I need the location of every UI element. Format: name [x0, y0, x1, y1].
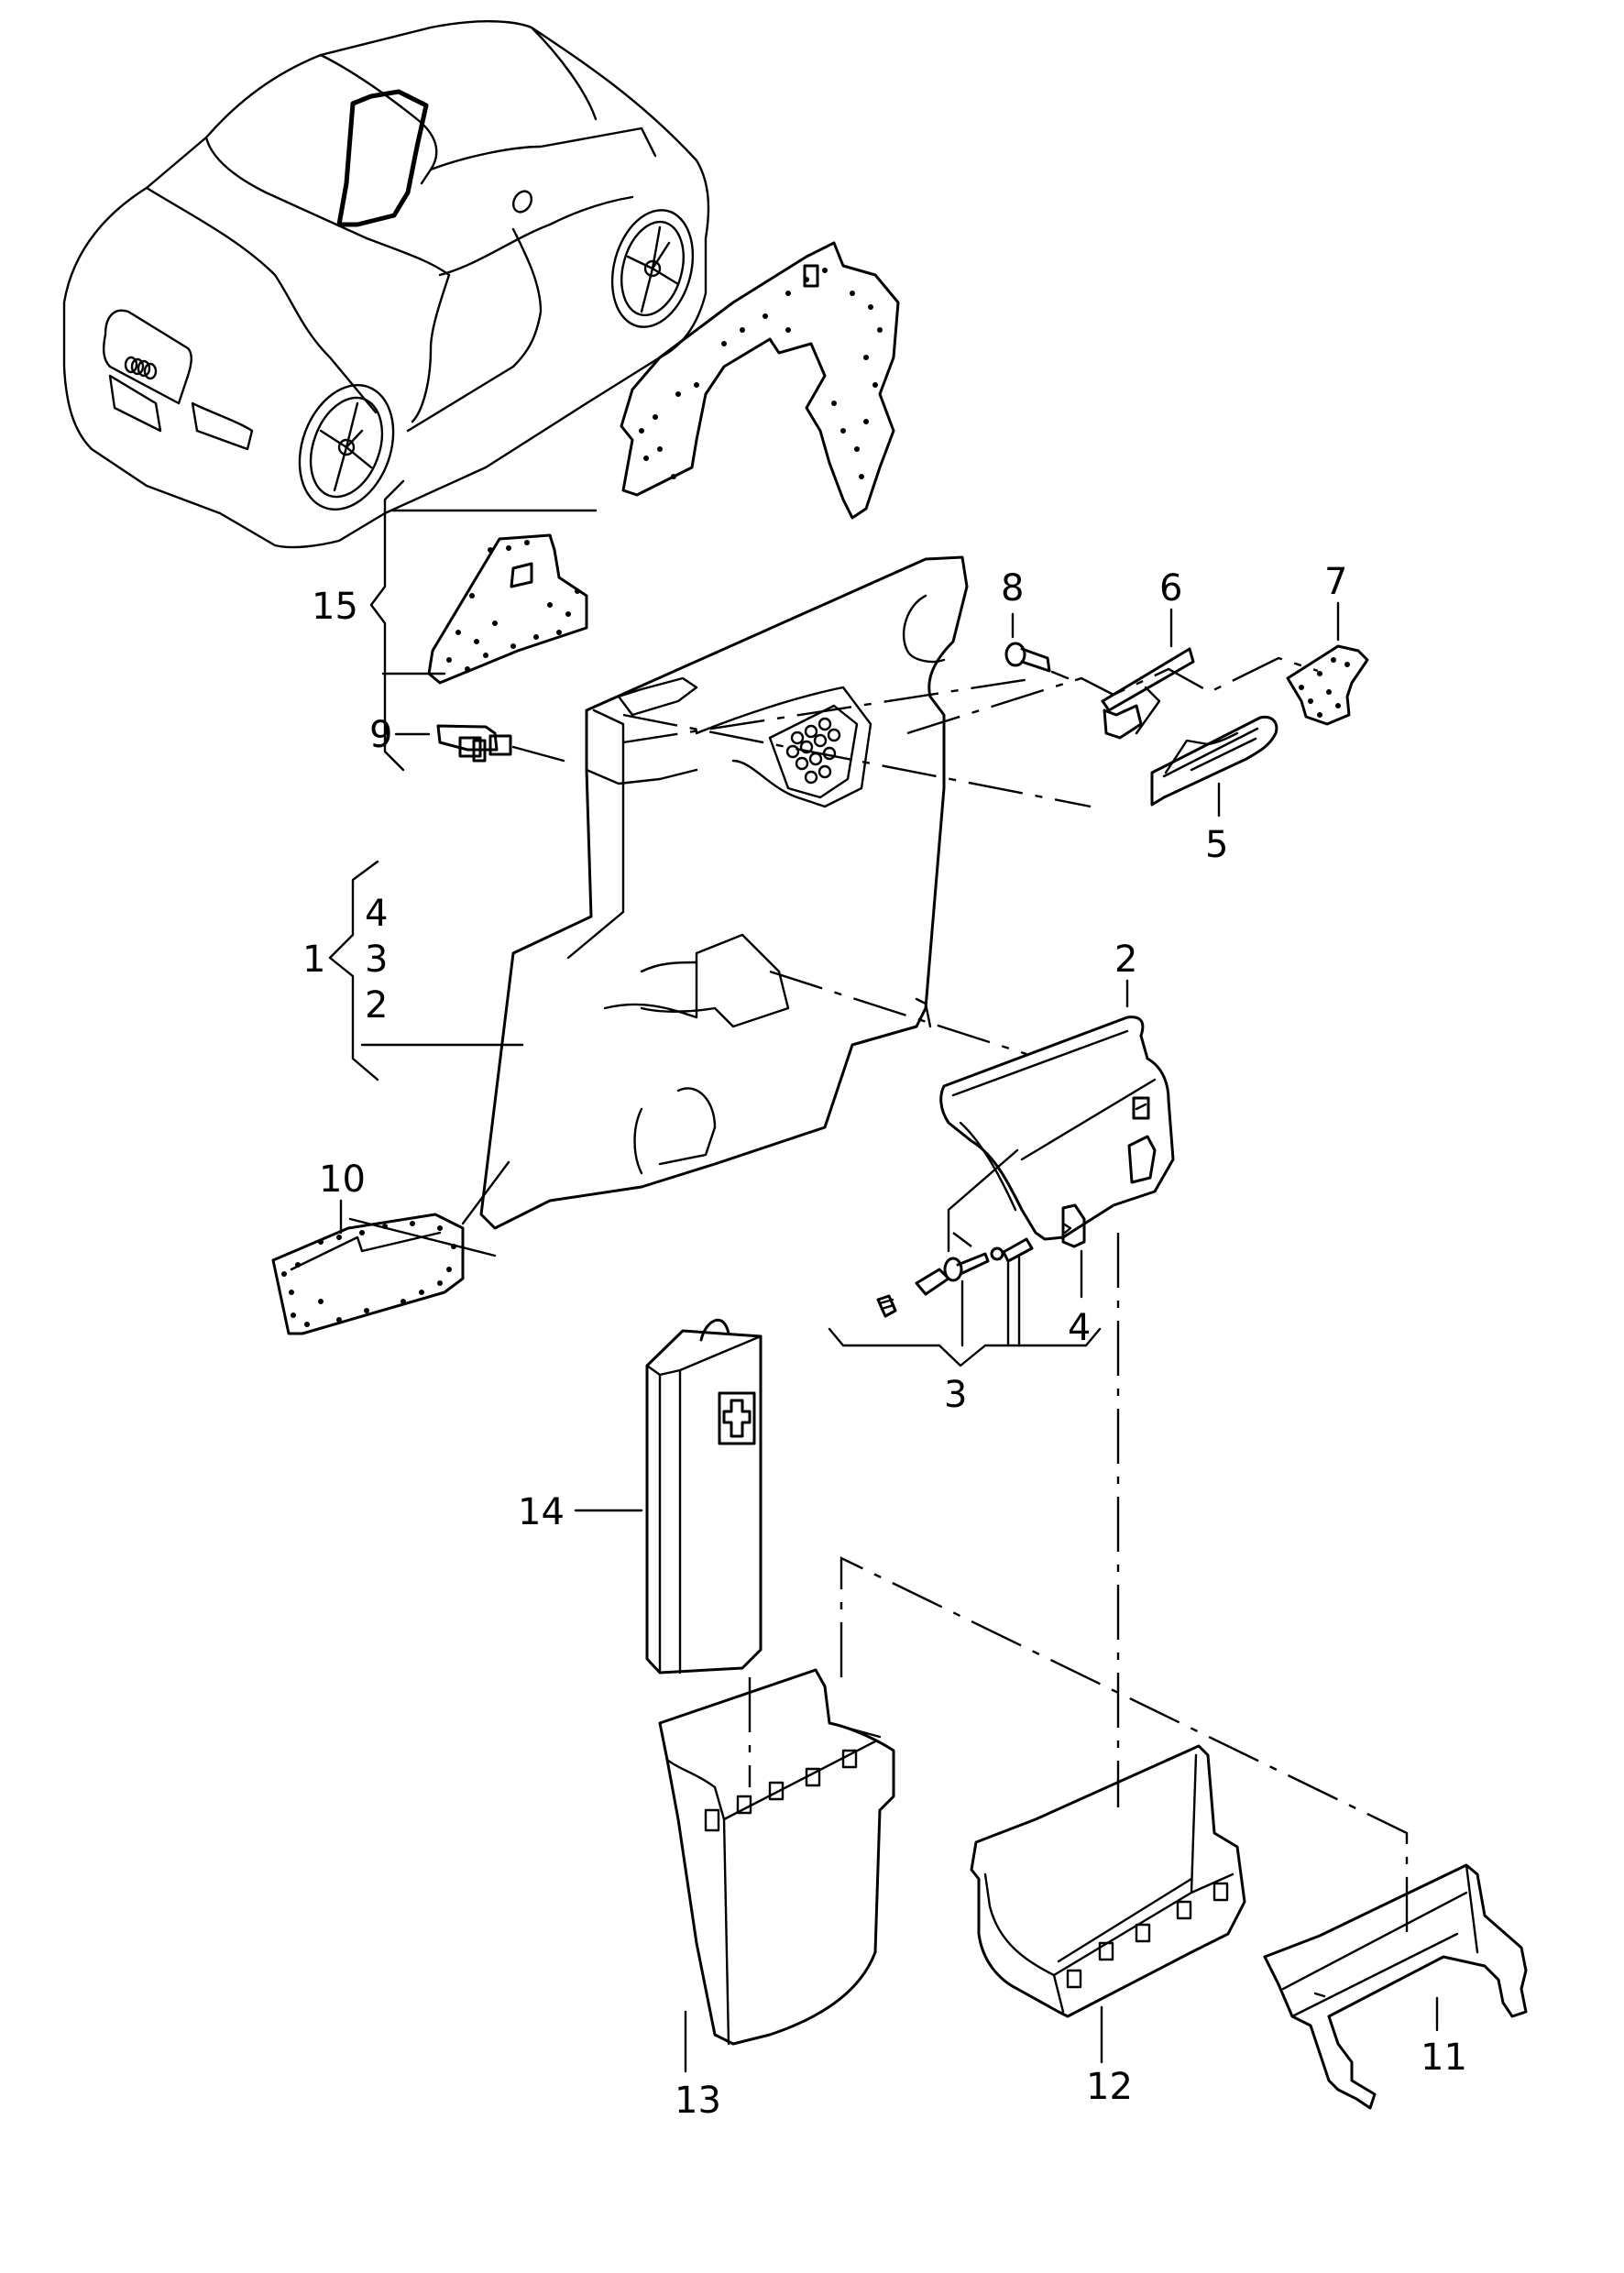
retainer-clip — [1061, 1203, 1086, 1248]
callout-15: 15 — [312, 586, 358, 628]
insulation-mat-upper — [620, 241, 900, 520]
side-trim-panel — [479, 555, 969, 1230]
rear-wheel — [610, 209, 695, 328]
fastener-set — [828, 1148, 1102, 1367]
handle-trim — [1150, 715, 1278, 807]
callout-4: 4 — [1068, 1307, 1091, 1349]
first-aid-kit — [645, 1318, 763, 1675]
insulation-block — [271, 1213, 465, 1335]
callout-15-bracket — [369, 479, 598, 772]
callout-3: 3 — [944, 1374, 967, 1416]
assembly-lines-lower — [748, 1232, 1409, 1943]
storage-tray — [970, 1744, 1246, 2018]
storage-compartment-lid — [939, 1016, 1175, 1241]
vehicle-overview — [62, 20, 710, 549]
callout-11: 11 — [1421, 2037, 1467, 2079]
brand-logo-icon — [124, 356, 158, 380]
insulation-pad — [1286, 644, 1369, 726]
callout-9: 9 — [369, 714, 392, 756]
holder-tall — [658, 1668, 895, 2046]
clip — [436, 724, 565, 763]
assembly-lines-upper — [622, 656, 1319, 1056]
holder-clips — [704, 1749, 858, 1832]
callout-12: 12 — [1086, 2066, 1133, 2108]
callout-1-sub-2: 2 — [365, 984, 388, 1027]
callout-2: 2 — [1114, 939, 1137, 981]
front-wheel — [298, 384, 395, 511]
callout-10-leader — [339, 1199, 497, 1257]
callout-13: 13 — [675, 2080, 721, 2122]
holder-frame — [1263, 1863, 1528, 2110]
callout-7: 7 — [1324, 561, 1347, 603]
callout-1-sub-3: 3 — [365, 939, 388, 981]
texture-dots — [639, 268, 883, 479]
callout-1-bracket — [328, 860, 524, 1082]
first-aid-cross-icon — [718, 1391, 756, 1445]
callout-5: 5 — [1205, 824, 1228, 866]
bracket — [1101, 647, 1195, 740]
callout-6: 6 — [1159, 567, 1182, 609]
insulation-mat-triangle — [427, 533, 588, 685]
callout-10: 10 — [319, 1158, 366, 1201]
screw — [1004, 642, 1070, 680]
callout-1: 1 — [302, 939, 325, 981]
callout-1-sub-4: 4 — [365, 893, 388, 935]
callout-14: 14 — [518, 1491, 565, 1533]
speaker-grille-icon — [768, 704, 859, 799]
callout-8: 8 — [1001, 567, 1024, 609]
